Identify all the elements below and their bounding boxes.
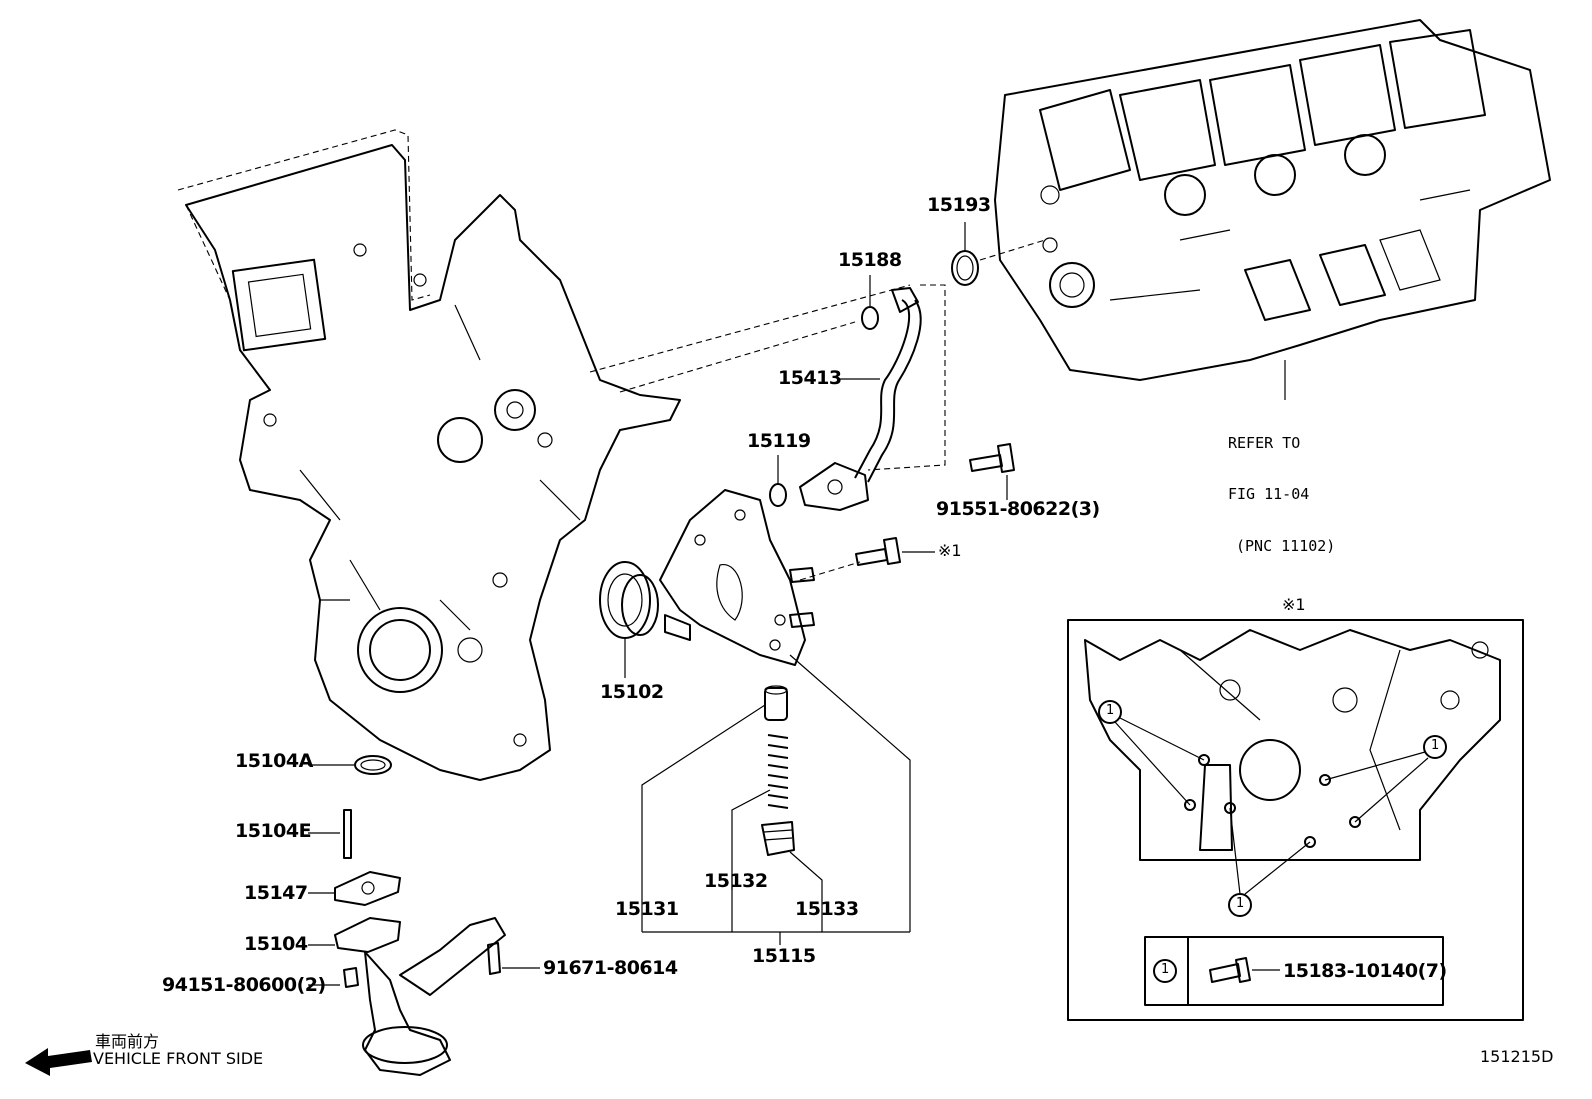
inset-legend-part: 15183-10140(7) <box>1283 960 1447 982</box>
refer-line-1: REFER TO <box>1228 433 1301 452</box>
label-15104: 15104 <box>244 933 308 955</box>
label-15413: 15413 <box>778 367 842 389</box>
timing-chain-cover-drawing <box>177 129 681 781</box>
label-91671-80614: 91671-80614 <box>543 957 678 979</box>
cylinder-head-drawing <box>994 19 1551 381</box>
label-15115: 15115 <box>752 945 816 967</box>
label-15147: 15147 <box>244 882 308 904</box>
label-15119: 15119 <box>747 430 811 452</box>
label-15131: 15131 <box>615 898 679 920</box>
refer-note: REFER TO FIG 11-04 (PNC 11102) <box>1228 400 1335 573</box>
bolt-mark1-drawing <box>855 537 901 566</box>
figure-id: 151215D <box>1480 1047 1554 1066</box>
front-label-en: VEHICLE FRONT SIDE <box>93 1049 264 1068</box>
label-15102: 15102 <box>600 681 664 703</box>
inset-callout-1b: 1 <box>1236 896 1245 911</box>
inset-legend-number: 1 <box>1161 962 1170 977</box>
o-ring-15119 <box>769 483 787 507</box>
label-15188: 15188 <box>838 249 902 271</box>
label-94151-80600: 94151-80600(2) <box>162 974 326 996</box>
label-15104a: 15104A <box>235 750 313 772</box>
o-ring-15188 <box>861 306 879 330</box>
label-91551-80622: 91551-80622(3) <box>936 498 1100 520</box>
inset-callout-1a: 1 <box>1106 703 1115 718</box>
bolt-91551-drawing <box>969 443 1015 473</box>
refer-line-3: (PNC 11102) <box>1236 537 1336 555</box>
inset-callout-1c: 1 <box>1431 738 1440 753</box>
front-label-jp: 車両前方 <box>95 1032 160 1051</box>
oil-pump-body-drawing <box>659 489 815 666</box>
oil-pump-rotor-drawing <box>599 561 659 639</box>
inset-detail-drawing <box>1067 619 1524 1021</box>
oil-pipe-drawing <box>799 287 922 511</box>
label-15193: 15193 <box>927 194 991 216</box>
label-15104e: 15104E <box>235 820 312 842</box>
label-mark1: ※1 <box>938 541 962 560</box>
label-15133: 15133 <box>795 898 859 920</box>
label-15132: 15132 <box>704 870 768 892</box>
o-ring-15104a <box>354 755 392 775</box>
refer-line-2: FIG 11-04 <box>1228 485 1310 504</box>
oil-strainer-drawing <box>334 809 506 1076</box>
inset-title: ※1 <box>1282 595 1306 614</box>
relief-valve-drawing <box>761 685 795 856</box>
front-arrow-icon <box>25 1048 92 1076</box>
